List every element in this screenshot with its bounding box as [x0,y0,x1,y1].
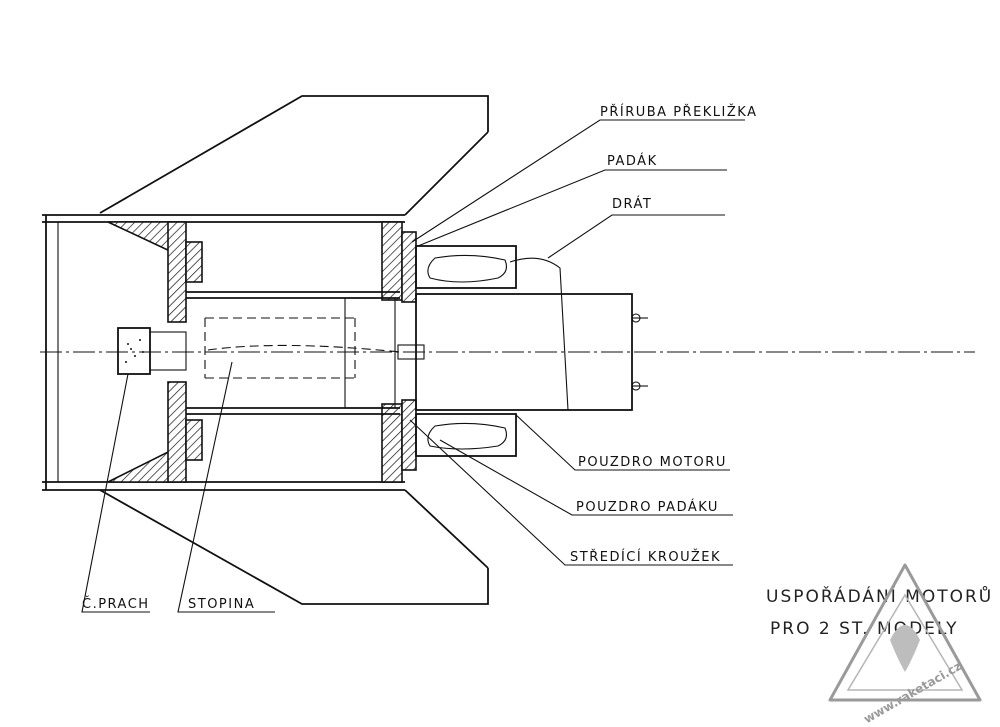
upper-stage-motor [204,317,401,379]
lower-fin [99,448,489,605]
label-black-powder: Č.PRACH [82,596,150,612]
label-motor-tube: POUZDRO MOTORU [578,455,727,470]
label-flange: PŘÍRUBA PŘEKLIŽKA [600,104,757,120]
leader-lines [81,119,745,613]
front-bulkhead [381,221,417,483]
upper-fin [99,95,489,254]
label-fuse: STOPINA [188,597,255,612]
label-wire: DRÁT [612,196,652,212]
motor-tube [186,291,400,415]
booster-motor [397,293,648,411]
label-centering-ring: STŘEDÍCÍ KROUŽEK [570,549,721,565]
body-tube [42,214,405,491]
label-parachute-tube: POUZDRO PADÁKU [576,499,719,515]
wire [509,257,569,411]
black-powder-charge [117,327,187,375]
label-parachute: PADÁK [607,153,658,169]
parachute-tube [415,245,517,457]
rear-bulkhead [167,221,203,483]
title-line-1: USPOŘÁDÁNÍ MOTORŮ [766,585,993,607]
watermark-text: www.raketaci.cz [861,659,964,726]
